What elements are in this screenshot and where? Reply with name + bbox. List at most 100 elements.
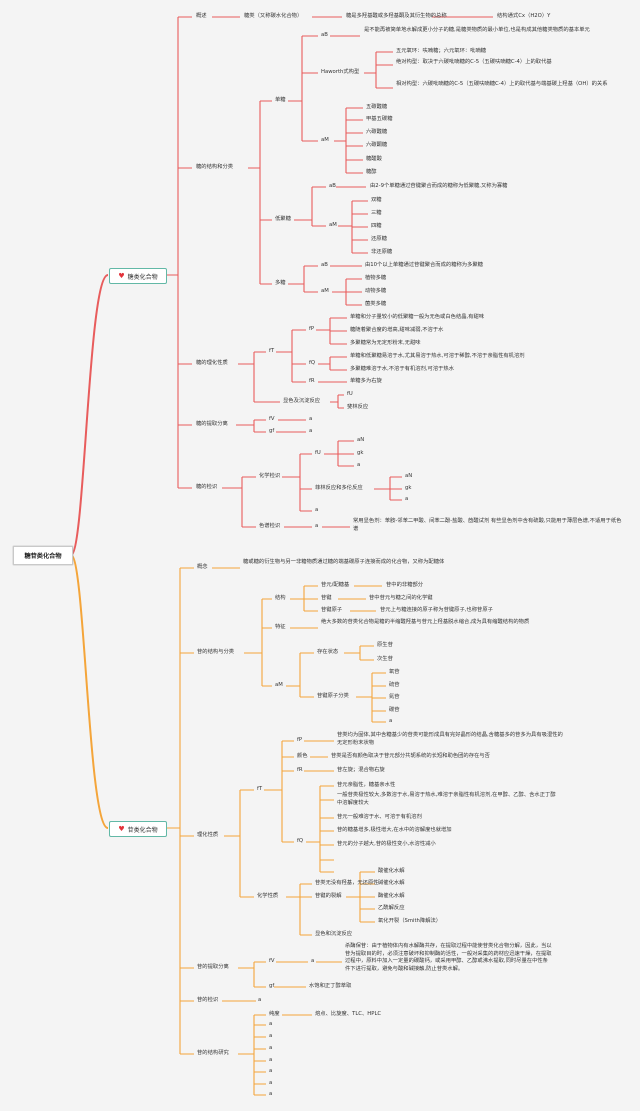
node-glyco-detect[interactable]: 苷的检识	[197, 997, 219, 1003]
node-glyco-struct[interactable]: 结构	[275, 595, 286, 601]
node-glyco-cleavage[interactable]: 苷键的裂解	[315, 893, 342, 899]
node-sugar-fT[interactable]: fT	[269, 348, 275, 354]
node-oligo-type: 还原糖	[371, 236, 387, 242]
node-glyco-extract[interactable]: 苷的提取分离	[197, 964, 229, 970]
node-oligo-aM[interactable]: aM	[329, 222, 337, 228]
node-sugar-chrom-detect[interactable]: 色谱检识	[259, 523, 281, 529]
node-glyco-chem[interactable]: 化学性质	[257, 893, 279, 899]
node-glyco-fQ[interactable]: fQ	[297, 838, 304, 844]
node-sugar-detect-fU-item: a	[357, 462, 361, 468]
node-glyco-aM[interactable]: aM	[275, 682, 283, 688]
node-mono-type: 五碳醛糖	[366, 104, 388, 110]
node-sugar-extract-a: a	[309, 428, 313, 434]
node-glyco-study-item: a	[269, 1068, 273, 1074]
node-sugar-detect[interactable]: 糖的检识	[196, 484, 218, 490]
node-poly-type: 菌类多糖	[365, 301, 387, 307]
node-sugar-definition: 糖是多羟基醛或多羟基酮及其衍生物的总称	[346, 13, 447, 19]
node-glyco-extract-gf-desc: 水饱和正丁醇萃取	[309, 983, 352, 989]
node-sugar-detect-fU-item: aN	[357, 437, 365, 443]
node-glyco-physchem[interactable]: 理化性质	[197, 832, 219, 838]
node-poly-aB[interactable]: aB	[321, 262, 328, 268]
node-sugar-extract-gf[interactable]: gf	[269, 428, 275, 434]
node-glyco-fQ-item: 一般苷类极性较大,多数溶于水,易溶于热水,难溶于亲脂性有机溶剂,在甲醇、乙醇、含…	[337, 792, 556, 806]
node-glyco-study[interactable]: 苷的结构研究	[197, 1050, 229, 1056]
node-glyco-detect-a: a	[258, 997, 262, 1003]
heart-icon: ♥	[118, 825, 125, 833]
node-glyco-exist-item: 原生苷	[377, 642, 393, 648]
heart-icon: ♥	[118, 272, 125, 280]
node-sugar-detect-fU[interactable]: fU	[315, 450, 321, 456]
node-glyco-extract-fV[interactable]: fV	[269, 958, 275, 964]
node-sugar-fQ-item: 单糖和低聚糖易溶于水,尤其易溶于热水,可溶于稀醇,不溶于亲脂性有机溶剂	[350, 353, 525, 359]
node-glyco-purity[interactable]: 纯度	[269, 1011, 280, 1017]
node-oligo-type: 非还原糖	[371, 249, 393, 255]
node-polysaccharide[interactable]: 多糖	[275, 280, 286, 286]
node-glyco-fR-desc: 苷左旋；混合物右旋	[337, 767, 385, 773]
node-glyco-fP[interactable]: fP	[297, 737, 303, 743]
node-sugar-extract-fV[interactable]: fV	[269, 416, 275, 422]
node-sugar-chrom-desc: 常用显色剂：苯胺-邻苯二甲酸、间苯二酚-盐酸、茴醛试剂 有些显色剂中含有硫酸,只…	[353, 518, 622, 532]
node-haworth[interactable]: Haworth式构型	[321, 69, 360, 75]
node-glyco-study-item: a	[269, 1080, 273, 1086]
node-sugar-structure[interactable]: 糖的结构和分类	[196, 164, 234, 170]
node-glycosidic-bond[interactable]: 苷键	[321, 595, 332, 601]
branch-glycoside-label: 苷类化合物	[127, 826, 158, 834]
node-mono-definition: 是不能再被简单地水解成更小分子的糖,是糖类物质的最小单位,也是构成其他糖类物质的…	[364, 27, 590, 33]
node-poly-definition: 由10个以上单糖通过苷键聚合而成的糖称为多聚糖	[365, 262, 483, 268]
root-node[interactable]: 糖苷类化合物	[13, 546, 73, 565]
node-glyco-study-item: a	[269, 1091, 273, 1097]
node-sugar-term[interactable]: 糖类（又称碳水化合物）	[244, 13, 303, 19]
node-glyco-cleavage-item: 碱催化水解	[378, 880, 405, 886]
node-glyco-feature[interactable]: 特征	[275, 624, 286, 630]
node-mono-type: 甲基五碳糖	[366, 116, 393, 122]
node-glyco-atom-item: 碳苷	[389, 707, 400, 713]
node-sugar-physchem[interactable]: 糖的理化性质	[196, 360, 228, 366]
node-haworth-ring: 五元氧环：呋喃糖；六元氧环：吡喃糖	[396, 48, 487, 54]
branch-glycoside[interactable]: ♥ 苷类化合物	[109, 821, 167, 837]
node-sugar-fR[interactable]: fR	[309, 378, 315, 384]
node-sugar-fU: fU	[347, 391, 353, 397]
node-oligo-aB[interactable]: aB	[329, 183, 336, 189]
node-overview[interactable]: 概述	[196, 13, 207, 19]
node-sugar-fehling-tollens[interactable]: 菲林反应和多伦反应	[315, 485, 363, 491]
node-sugar-fehling-item: gk	[405, 485, 412, 491]
node-glyco-fR[interactable]: fR	[297, 767, 303, 773]
branch-sugar[interactable]: ♥ 糖类化合物	[109, 268, 167, 284]
node-glyco-study-item: a	[269, 1057, 273, 1063]
node-monosaccharide[interactable]: 单糖	[275, 97, 286, 103]
node-glyco-extract-gf[interactable]: gf	[269, 983, 275, 989]
node-mono-aB[interactable]: aB	[321, 32, 328, 38]
node-mono-aM[interactable]: aM	[321, 137, 329, 143]
node-sugar-color-reaction[interactable]: 显色及沉淀反应	[283, 398, 321, 404]
node-glyco-exist[interactable]: 存在状态	[317, 649, 339, 655]
node-sugar-fQ-item: 多聚糖难溶于水,不溶于有机溶剂,可溶于热水	[350, 366, 455, 372]
node-glycosidic-atom-desc: 苷元上与糖连接的原子称为苷键原子,也称苷原子	[380, 607, 493, 613]
node-glyco-fQ-item: 苷元亲脂性，糖基亲水性	[337, 782, 396, 788]
node-glyco-fQ-item: 苷元的分子越大,苷的极性变小,水溶性减小	[337, 841, 436, 847]
node-sugar-fP-item: 单糖和分子量较小的低聚糖一般为无色或白色结晶,有甜味	[350, 314, 485, 320]
node-glyco-structure[interactable]: 苷的结构与分类	[197, 649, 235, 655]
node-sugar-fR-item: 单糖多为右旋	[350, 378, 382, 384]
node-poly-aM[interactable]: aM	[321, 288, 329, 294]
node-glyco-concept[interactable]: 概念	[197, 564, 208, 570]
node-glyco-fT[interactable]: fT	[257, 786, 263, 792]
node-poly-type: 动物多糖	[365, 288, 387, 294]
node-glyco-extract-a[interactable]: a	[311, 958, 315, 964]
node-oligo-type: 四糖	[371, 223, 382, 229]
node-sugar-chem-detect[interactable]: 化学检识	[259, 473, 281, 479]
node-glyco-color-reaction[interactable]: 显色和沉淀反应	[315, 931, 353, 937]
node-glyco-fQ-item: 苷元一般难溶于水、可溶于有机溶剂	[337, 814, 422, 820]
node-glyco-exist-item: 次生苷	[377, 656, 393, 662]
node-sugar-fQ[interactable]: fQ	[309, 360, 316, 366]
node-glyco-color[interactable]: 颜色	[297, 753, 308, 759]
node-glyco-fQ-item: 苷的糖基增多,极性增大,在水中的溶解度也就增加	[337, 827, 452, 833]
node-mono-type: 糖醇	[366, 169, 377, 175]
node-glyco-concept-desc: 糖或糖的衍生物与另一非糖物质通过糖的端基碳原子连接而成的化合物，又称为配糖体	[243, 559, 445, 565]
node-aglycone[interactable]: 苷元/配糖基	[321, 582, 350, 588]
node-glyco-atom-class[interactable]: 苷键原子分类	[317, 693, 349, 699]
node-glycosidic-atom[interactable]: 苷键原子	[321, 607, 343, 613]
node-oligosaccharide[interactable]: 低聚糖	[275, 216, 291, 222]
node-sugar-fP[interactable]: fP	[309, 326, 315, 332]
node-sugar-extract[interactable]: 糖的提取分离	[196, 421, 228, 427]
